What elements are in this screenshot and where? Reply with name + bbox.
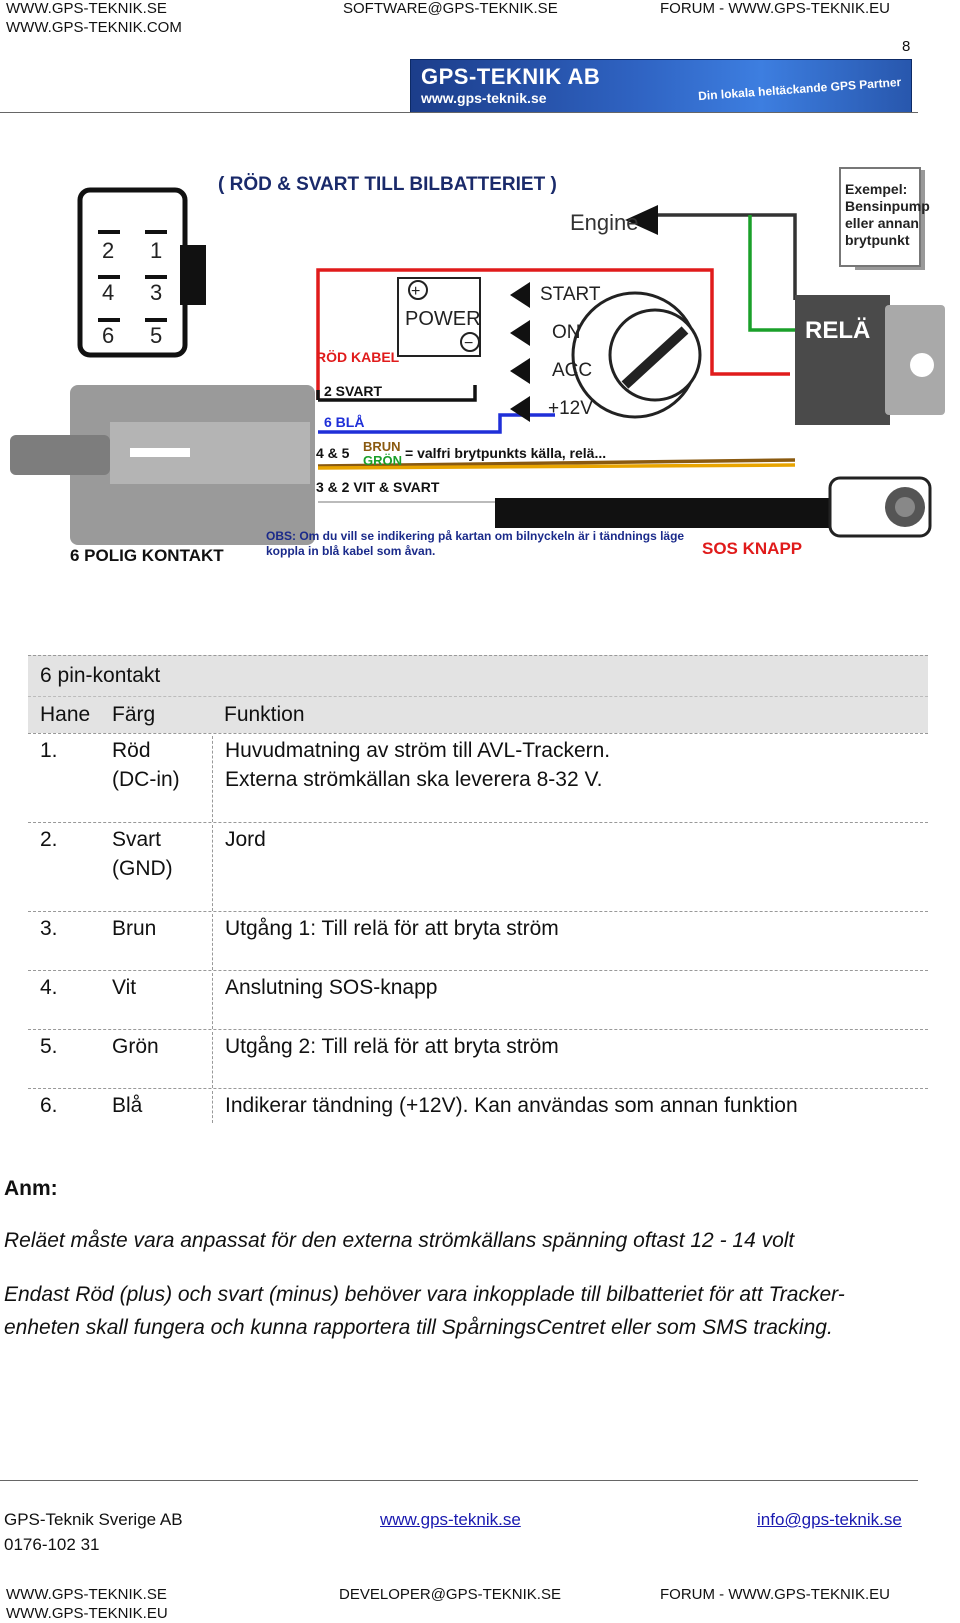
svg-text:+: +: [411, 283, 420, 300]
obs-line-1: OBS: Om du vill se indikering på kartan …: [266, 529, 684, 543]
engine-label: Engine: [570, 210, 639, 235]
obs-line-2: koppla in blå kabel som åvan.: [266, 544, 435, 558]
cell-function: Utgång 2: Till relä för att bryta ström: [225, 1035, 559, 1058]
cell-color: Röd (DC-in): [112, 736, 213, 822]
connector-label: 6 POLIG KONTAKT: [70, 546, 224, 565]
svg-text:Bensinpump: Bensinpump: [845, 198, 930, 214]
table-row: 1. Röd (DC-in) Huvudmatning av ström til…: [28, 733, 928, 822]
cable-plug: [10, 385, 315, 545]
sos-cable: [495, 498, 830, 528]
sos-button: [828, 476, 932, 538]
sos-label: SOS KNAPP: [702, 539, 802, 558]
footer-dev-email[interactable]: DEVELOPER@GPS-TEKNIK.SE: [339, 1586, 561, 1603]
notes-line-1: Reläet måste vara anpassat för den exter…: [4, 1229, 795, 1252]
cell-function: Utgång 1: Till relä för att bryta ström: [225, 917, 559, 940]
pin-label: 4: [102, 280, 114, 305]
cell-color: Svart (GND): [112, 825, 213, 911]
svg-text:−: −: [464, 335, 473, 352]
cell-function: Indikerar tändning (+12V). Kan användas …: [225, 1094, 798, 1117]
cell-color: Grön: [112, 1032, 213, 1088]
cell-color: Vit: [112, 973, 213, 1029]
power-label: POWER: [405, 308, 481, 330]
green-label: GRÖN: [363, 453, 402, 468]
table-header: Hane Färg Funktion: [28, 696, 928, 733]
example-box: Exempel: Bensinpump eller annan brytpunk…: [839, 167, 930, 270]
header-email[interactable]: SOFTWARE@GPS-TEKNIK.SE: [343, 0, 558, 17]
relay: RELÄ: [795, 295, 945, 425]
svg-text:Exempel:: Exempel:: [845, 181, 907, 197]
pin-label: 6: [102, 323, 114, 348]
svg-text:eller annan: eller annan: [845, 215, 919, 231]
table-row: 2. Svart (GND) Jord: [28, 822, 928, 911]
svg-text:brytpunkt: brytpunkt: [845, 232, 910, 248]
cell-color: Brun: [112, 914, 213, 970]
footer-forum[interactable]: FORUM - WWW.GPS-TEKNIK.EU: [660, 1586, 890, 1603]
pin-label: 3: [150, 280, 162, 305]
cell-pin: 4.: [40, 976, 58, 999]
cell-function: Huvudmatning av ström till AVL-Trackern.…: [225, 739, 611, 791]
page-number: 8: [902, 38, 911, 55]
pin-label: 5: [150, 323, 162, 348]
header-function: Funktion: [224, 703, 305, 726]
red-cable-label: RÖD KABEL: [316, 349, 400, 365]
footer-website-link[interactable]: www.gps-teknik.se: [380, 1510, 521, 1529]
header-divider: [0, 112, 918, 113]
table-row: 5. Grön Utgång 2: Till relä för att bryt…: [28, 1029, 928, 1088]
six-pin-connector: 2 1 4 3 6 5: [77, 187, 206, 358]
footer-divider: [0, 1480, 918, 1481]
wiring-diagram: 2 1 4 3 6 5 ( RÖD & SVART TILL BILBATTER…: [10, 167, 945, 565]
blue-wire-label: 6 BLÅ: [324, 414, 364, 430]
cell-function: Anslutning SOS-knapp: [225, 976, 438, 999]
footer-company: GPS-Teknik Sverige AB: [4, 1510, 183, 1529]
cell-function: Jord: [225, 828, 266, 851]
pin-label: 2: [102, 238, 114, 263]
cell-color: Blå: [112, 1091, 213, 1123]
table-row: 3. Brun Utgång 1: Till relä för att bryt…: [28, 911, 928, 970]
cell-pin: 5.: [40, 1035, 58, 1058]
footer-site-link[interactable]: WWW.GPS-TEKNIK.SE: [6, 1586, 167, 1603]
svg-text:START: START: [540, 284, 601, 305]
footer-site-link-eu[interactable]: WWW.GPS-TEKNIK.EU: [6, 1605, 168, 1622]
cell-pin: 6.: [40, 1094, 58, 1117]
brown-green-pins: 4 & 5: [316, 445, 350, 461]
cell-pin: 3.: [40, 917, 58, 940]
brand-url: www.gps-teknik.se: [421, 90, 547, 106]
pin-table: 6 pin-kontakt Hane Färg Funktion 1. Röd …: [28, 655, 928, 1123]
footer-email-link[interactable]: info@gps-teknik.se: [757, 1510, 902, 1529]
brown-label: BRUN: [363, 439, 401, 454]
diagram-title: ( RÖD & SVART TILL BILBATTERIET ): [218, 174, 557, 195]
svg-text:ACC: ACC: [552, 360, 592, 381]
header-pin: Hane: [40, 703, 91, 726]
ignition-switch: START ON ACC +12V: [510, 282, 702, 422]
black-wire-label: 2 SVART: [324, 383, 383, 399]
notes-heading: Anm:: [4, 1177, 58, 1200]
engine-arrow: [625, 205, 658, 235]
table-caption: 6 pin-kontakt: [28, 655, 928, 696]
notes-line-2a: Endast Röd (plus) och svart (minus) behö…: [4, 1283, 845, 1306]
power-block: + − POWER: [397, 277, 481, 357]
table-row: 4. Vit Anslutning SOS-knapp: [28, 970, 928, 1029]
header-site-link-com[interactable]: WWW.GPS-TEKNIK.COM: [6, 19, 182, 36]
pin-label: 1: [150, 238, 162, 263]
header-site-link[interactable]: WWW.GPS-TEKNIK.SE: [6, 0, 167, 17]
svg-text:+12V: +12V: [548, 398, 593, 419]
svg-text:ON: ON: [552, 322, 581, 343]
white-black-label: 3 & 2 VIT & SVART: [316, 479, 440, 495]
cell-pin: 1.: [40, 739, 58, 762]
table-row: 6. Blå Indikerar tändning (+12V). Kan an…: [28, 1088, 928, 1123]
relay-label: RELÄ: [805, 317, 870, 344]
brand-banner: GPS-TEKNIK AB www.gps-teknik.se Din loka…: [410, 59, 912, 113]
notes-line-2b: enheten skall fungera och kunna rapporte…: [4, 1316, 833, 1339]
brand-name: GPS-TEKNIK AB: [421, 64, 601, 89]
cell-pin: 2.: [40, 828, 58, 851]
brown-green-desc: = valfri brytpunkts källa, relä...: [405, 445, 606, 461]
footer-phone: 0176-102 31: [4, 1535, 100, 1554]
header-color: Färg: [112, 703, 156, 726]
header-forum[interactable]: FORUM - WWW.GPS-TEKNIK.EU: [660, 0, 890, 17]
brand-tagline: Din lokala heltäckande GPS Partner: [697, 74, 902, 104]
